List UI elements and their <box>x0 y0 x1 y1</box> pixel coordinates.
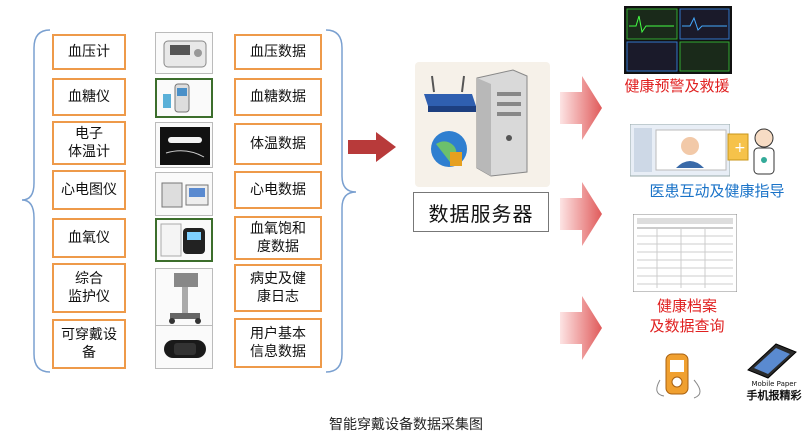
server-label: 数据服务器 <box>413 192 549 232</box>
data-label-bp: 血压数据 <box>234 34 322 70</box>
mobile-paper-line2: 手机报精彩 <box>746 389 802 402</box>
wearable-band-image <box>155 325 213 369</box>
data-label-history: 病史及健 康日志 <box>234 264 322 312</box>
svg-text:+: + <box>734 140 746 156</box>
output-arrow-2 <box>560 182 602 246</box>
data-label-ecg: 心电数据 <box>234 171 322 209</box>
mp3-player-icon <box>656 353 701 399</box>
device-label-bp-meter: 血压计 <box>52 34 126 70</box>
mobile-paper-text: Mobile Paper 手机报精彩 <box>736 380 812 402</box>
right-bracket <box>325 29 357 373</box>
output-label-warning: 健康预警及救援 <box>624 77 730 95</box>
oximeter-image <box>155 218 213 262</box>
data-label-temperature: 体温数据 <box>234 123 322 165</box>
router-icon <box>424 75 476 112</box>
doctor-interaction-image <box>630 124 730 177</box>
output-arrow-1 <box>560 76 602 140</box>
data-label-userinfo: 用户基本 信息数据 <box>234 318 322 368</box>
ecg-device-image <box>155 172 213 216</box>
output-label-interaction: 医患互动及健康指导 <box>649 182 785 200</box>
mobile-phone-icon <box>747 343 797 379</box>
arrow-to-server <box>348 132 396 162</box>
device-label-thermometer: 电子 体温计 <box>52 121 126 165</box>
device-label-oximeter: 血氧仪 <box>52 218 126 258</box>
bp-meter-image <box>155 32 213 74</box>
monitor-image <box>155 268 213 326</box>
output-arrow-3 <box>560 296 602 360</box>
data-label-glucose: 血糖数据 <box>234 78 322 116</box>
left-bracket <box>21 29 51 373</box>
device-label-wearable: 可穿戴设 备 <box>52 319 126 369</box>
doctor-avatar-icon: + <box>727 128 775 175</box>
device-label-ecg: 心电图仪 <box>52 170 126 210</box>
thermometer-image <box>155 122 213 168</box>
health-records-table-image <box>633 214 737 292</box>
glucose-meter-image <box>155 78 213 118</box>
device-label-monitor: 综合 监护仪 <box>52 263 126 313</box>
device-label-glucose-meter: 血糖仪 <box>52 78 126 116</box>
health-monitor-screen-image <box>624 6 732 74</box>
globe-icon <box>431 131 467 167</box>
server-tower-icon <box>476 69 528 177</box>
output-label-records: 健康档案 及数据查询 <box>649 297 725 335</box>
mobile-paper-line1: Mobile Paper <box>751 380 797 388</box>
figure-caption: 智能穿戴设备数据采集图 <box>329 417 483 433</box>
data-label-oxygen: 血氧饱和 度数据 <box>234 216 322 260</box>
